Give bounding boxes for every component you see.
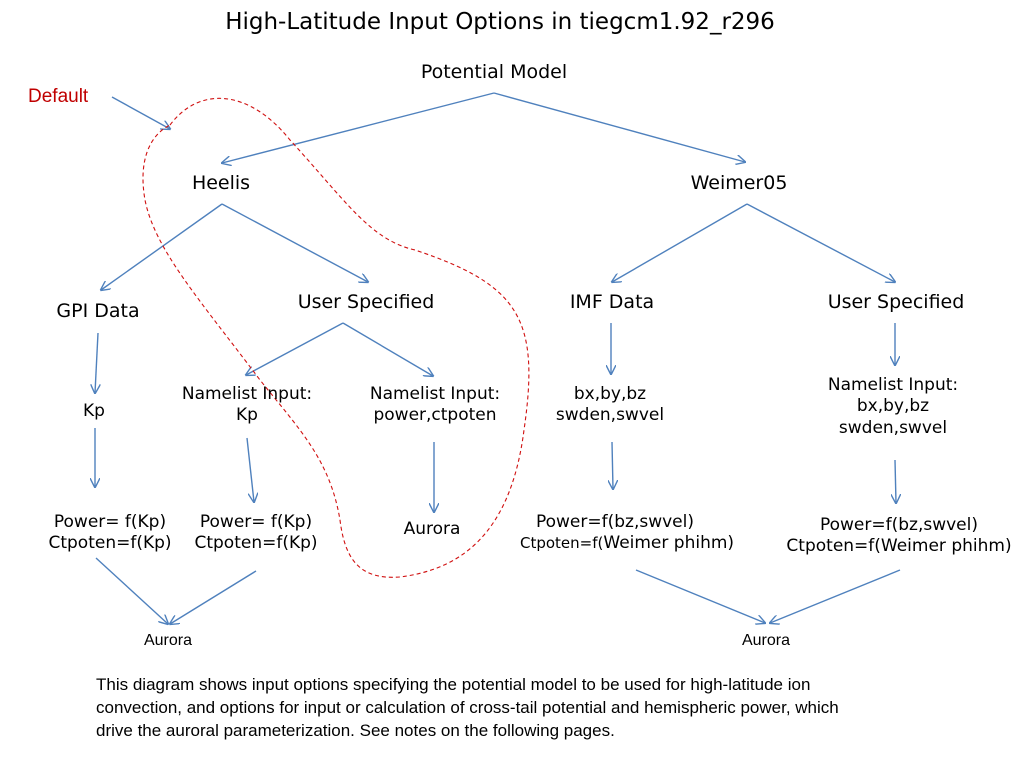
node-weimer05: Weimer05	[690, 172, 788, 194]
arrow-default-pointer	[111, 96, 170, 129]
imf-ctpoten-line: Ctpoten=f(Weimer phihm)	[520, 533, 734, 554]
arrow-gpi-kp	[95, 332, 98, 393]
weimer-user-ctpoten-line: Ctpoten=f(Weimer phihm)	[786, 536, 1012, 557]
namelist-kp-line2: Kp	[236, 405, 258, 426]
namelist-power-line1: Namelist Input:	[369, 384, 501, 404]
weimer-namelist-line3: swden,swvel	[838, 417, 948, 438]
arrow-heelis-user	[221, 203, 368, 282]
node-imf-data: IMF Data	[569, 291, 655, 313]
node-weimer-namelist: Namelist Input: bx,by,bz swden,swvel	[808, 375, 978, 439]
imf-power-line: Power=f(bz,swvel)	[535, 512, 694, 532]
node-namelist-kp: Namelist Input: Kp	[162, 384, 332, 427]
imf-ctpoten-rest: Weimer phihm)	[603, 533, 735, 554]
node-heelis-user-specified: User Specified	[297, 291, 435, 313]
gpi-ctpoten-line: Ctpoten=f(Kp)	[48, 533, 172, 554]
arrow-namelist-kp-power	[246, 437, 254, 502]
weimer-namelist-line2: bx,by,bz	[856, 396, 930, 417]
gpi-power-line: Power= f(Kp)	[53, 512, 167, 532]
arrow-bx-power	[612, 441, 613, 489]
weimer-namelist-line1: Namelist Input:	[827, 375, 959, 395]
arrow-root-heelis	[222, 92, 495, 163]
diagram-caption: This diagram shows input options specify…	[96, 675, 839, 740]
arrow-kp-power-aurora	[170, 570, 257, 624]
arrow-namelist-bx-power	[895, 459, 896, 503]
node-weimer-user-power: Power=f(bz,swvel) Ctpoten=f(Weimer phihm…	[770, 515, 1024, 558]
page-title: High-Latitude Input Options in tiegcm1.9…	[225, 9, 775, 35]
node-gpi-power: Power= f(Kp) Ctpoten=f(Kp)	[30, 512, 190, 555]
namelist-kp-ctpoten-line: Ctpoten=f(Kp)	[194, 533, 318, 554]
node-namelist-power: Namelist Input: power,ctpoten	[350, 384, 520, 427]
arrow-weimer-imf	[612, 203, 748, 282]
default-dashed-outline	[142, 97, 530, 578]
arrow-gpi-power-aurora	[95, 557, 168, 624]
arrow-weimer-user	[746, 203, 895, 282]
node-imf-inputs: bx,by,bz swden,swvel	[535, 384, 685, 427]
imf-inputs-line1: bx,by,bz	[573, 384, 647, 404]
node-imf-power: Power=f(bz,swvel) Ctpoten=f(Weimer phihm…	[520, 512, 734, 555]
arrow-user-namelist-kp	[246, 322, 344, 375]
node-weimer-aurora: Aurora	[741, 632, 791, 649]
weimer-user-power-line: Power=f(bz,swvel)	[819, 515, 978, 535]
imf-ctpoten-prefix: Ctpoten=f(	[520, 534, 604, 553]
node-kp: Kp	[83, 401, 105, 421]
namelist-kp-power-line: Power= f(Kp)	[199, 512, 313, 532]
node-gpi-aurora: Aurora	[143, 632, 193, 649]
node-namelist-kp-power: Power= f(Kp) Ctpoten=f(Kp)	[176, 512, 336, 555]
arrow-root-weimer	[493, 92, 745, 162]
node-gpi-data: GPI Data	[56, 300, 140, 322]
arrow-user-power-aurora	[770, 569, 901, 623]
node-heelis: Heelis	[191, 172, 251, 194]
node-weimer-user-specified: User Specified	[827, 291, 965, 313]
namelist-kp-line1: Namelist Input:	[181, 384, 313, 404]
imf-inputs-line2: swden,swvel	[555, 405, 665, 426]
arrow-user-namelist-power	[342, 322, 433, 376]
arrow-heelis-gpi	[101, 203, 223, 290]
default-label: Default	[28, 86, 89, 107]
namelist-power-line2: power,ctpoten	[373, 405, 497, 426]
node-heelis-aurora: Aurora	[403, 519, 461, 539]
node-potential-model: Potential Model	[420, 61, 568, 83]
arrow-imf-power-aurora	[635, 569, 765, 623]
